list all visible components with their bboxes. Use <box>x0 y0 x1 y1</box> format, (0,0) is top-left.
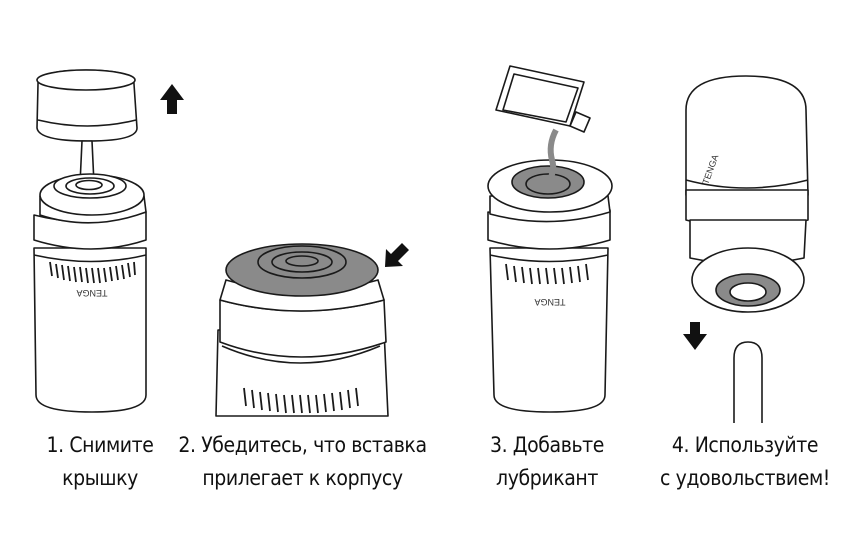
step-1-illustration: TENGA <box>33 69 184 413</box>
step-4-illustration: TENGA <box>683 75 809 423</box>
step-4-line-2: с удовольствием! <box>660 466 830 490</box>
grip-ridges <box>49 261 136 284</box>
step-3-line-2: лубрикант <box>496 466 598 490</box>
step-2-illustration <box>215 243 409 417</box>
step-3-line-1: 3. Добавьте <box>489 433 605 457</box>
step-4-line-1: 4. Используйте <box>671 433 819 457</box>
step-3-caption: 3. Добавьте лубрикант <box>452 429 642 495</box>
grip-ridges-3 <box>505 263 589 285</box>
step-1-line-2: крышку <box>62 466 138 490</box>
cup-body <box>33 173 147 413</box>
arrow-down-left-icon <box>385 243 409 267</box>
cup-cap <box>36 69 138 142</box>
arrow-down-icon <box>683 322 707 350</box>
brand-logo: TENGA <box>76 288 107 298</box>
step-1-caption: 1. Снимите крышку <box>10 429 190 495</box>
arrow-up-icon <box>160 84 184 114</box>
step-2-caption: 2. Убедитесь, что вставка прилегает к ко… <box>165 429 440 495</box>
brand-logo-3: TENGA <box>534 297 565 307</box>
step-2-line-1: 2. Убедитесь, что вставка <box>178 433 427 457</box>
lubricant-sachet-icon <box>495 65 591 188</box>
step-3-illustration: TENGA <box>487 65 613 413</box>
step-2-line-2: прилегает к корпусу <box>202 466 403 490</box>
grip-ridges-2 <box>243 387 359 414</box>
step-1-line-1: 1. Снимите <box>46 433 154 457</box>
step-4-caption: 4. Используйте с удовольствием! <box>640 429 850 495</box>
